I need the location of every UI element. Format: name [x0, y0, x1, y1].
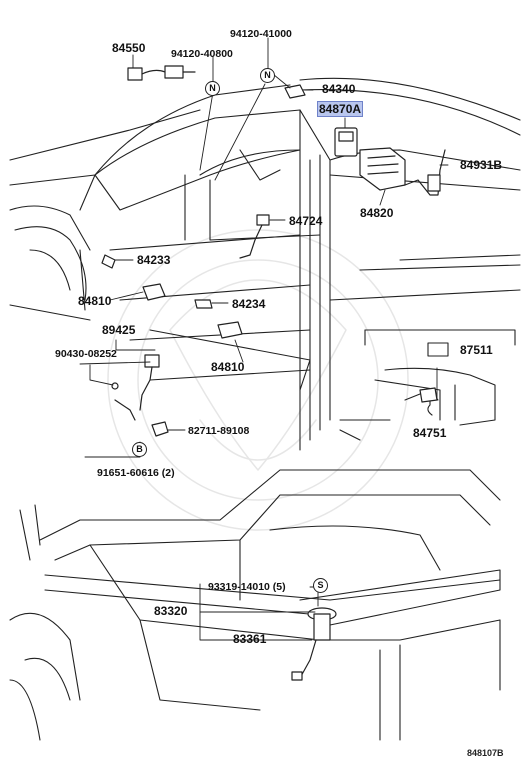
part-label-84234: 84234	[232, 297, 266, 311]
part-label-87511: 87511	[460, 343, 493, 357]
part-label-84820: 84820	[360, 206, 394, 220]
inset-detail	[364, 329, 516, 426]
switch-84931B	[404, 149, 446, 196]
part-label-89425: 89425	[102, 323, 136, 337]
switch-84550	[127, 65, 196, 81]
sender-83361	[291, 607, 337, 681]
components	[101, 65, 446, 681]
sensor-84724	[239, 214, 270, 259]
switch-84820	[359, 147, 406, 191]
part-label-84810-b: 84810	[211, 360, 245, 374]
part-label-90430-08252: 90430-08252	[55, 348, 117, 360]
part-label-94120-41000: 94120-41000	[230, 28, 292, 40]
part-label-84340: 84340	[322, 82, 356, 96]
part-label-84751: 84751	[413, 426, 447, 440]
part-label-84550: 84550	[112, 41, 146, 55]
marker-b: B	[132, 442, 147, 457]
marker-n-1: N	[205, 81, 220, 96]
leader-lines	[79, 37, 449, 641]
switch-84810-b	[217, 321, 243, 339]
cab-body	[9, 77, 521, 451]
switch-84340	[284, 84, 306, 99]
switch-84233	[101, 254, 116, 269]
part-label-84931B: 84931B	[460, 158, 503, 172]
truck-bed	[9, 469, 501, 741]
part-label-82711-89108: 82711-89108	[188, 425, 250, 437]
part-label-84233: 84233	[137, 253, 171, 267]
connector-84751	[419, 387, 438, 403]
diagram-reference-code: 848107B	[467, 748, 504, 758]
part-label-83361: 83361	[233, 632, 267, 646]
marker-s: S	[313, 578, 328, 593]
marker-n-2: N	[260, 68, 275, 83]
part-label-94120-40800: 94120-40800	[171, 48, 233, 60]
part-label-84810-a: 84810	[78, 294, 112, 308]
switch-84234	[194, 299, 213, 309]
part-label-83320: 83320	[154, 604, 188, 618]
switch-84810-a	[142, 283, 166, 301]
part-label-84870A: 84870A	[317, 101, 364, 117]
part-label-93319-14010: 93319-14010 (5)	[208, 581, 286, 593]
part-label-84724: 84724	[289, 214, 323, 228]
sensor-89425	[111, 354, 160, 421]
switch-84870A	[334, 127, 358, 157]
part-label-91651-60616: 91651-60616 (2)	[97, 467, 175, 479]
clamp-82711	[151, 421, 169, 437]
